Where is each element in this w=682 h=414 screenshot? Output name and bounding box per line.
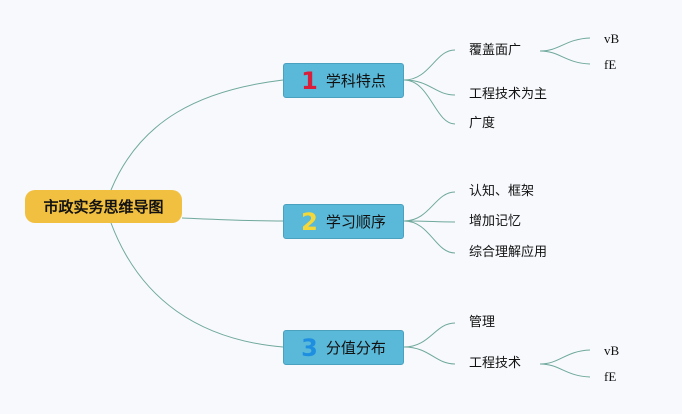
topic-label: 学科特点 — [325, 72, 386, 90]
leaf-node[interactable]: vB — [604, 31, 620, 46]
topic-node-2[interactable]: 2 学习顺序 — [283, 204, 404, 239]
topic-label: 学习顺序 — [325, 213, 386, 231]
number-badge-1: 1 — [301, 66, 318, 95]
subtopic-node[interactable]: 综合理解应用 — [469, 245, 548, 260]
subtopic-node[interactable]: 认知、框架 — [469, 184, 535, 199]
subtopic-node[interactable]: 工程技术 — [469, 356, 522, 371]
topic-node-3[interactable]: 3 分值分布 — [283, 330, 404, 365]
topic-node-1[interactable]: 1 学科特点 — [283, 63, 404, 98]
root-label: 市政实务思维导图 — [43, 198, 164, 216]
root-node[interactable]: 市政实务思维导图 — [25, 190, 182, 223]
subtopic-node[interactable]: 覆盖面广 — [469, 43, 522, 58]
subtopic-node[interactable]: 增加记忆 — [469, 214, 522, 229]
leaf-node[interactable]: fE — [604, 57, 617, 72]
topic-label: 分值分布 — [325, 339, 386, 357]
leaf-node[interactable]: fE — [604, 369, 617, 384]
leaf-node[interactable]: vB — [604, 343, 620, 358]
number-badge-3: 3 — [301, 333, 318, 362]
subtopic-node[interactable]: 广度 — [469, 116, 496, 131]
number-badge-2: 2 — [301, 207, 318, 236]
subtopic-node[interactable]: 工程技术为主 — [469, 87, 548, 102]
subtopic-node[interactable]: 管理 — [469, 315, 496, 330]
